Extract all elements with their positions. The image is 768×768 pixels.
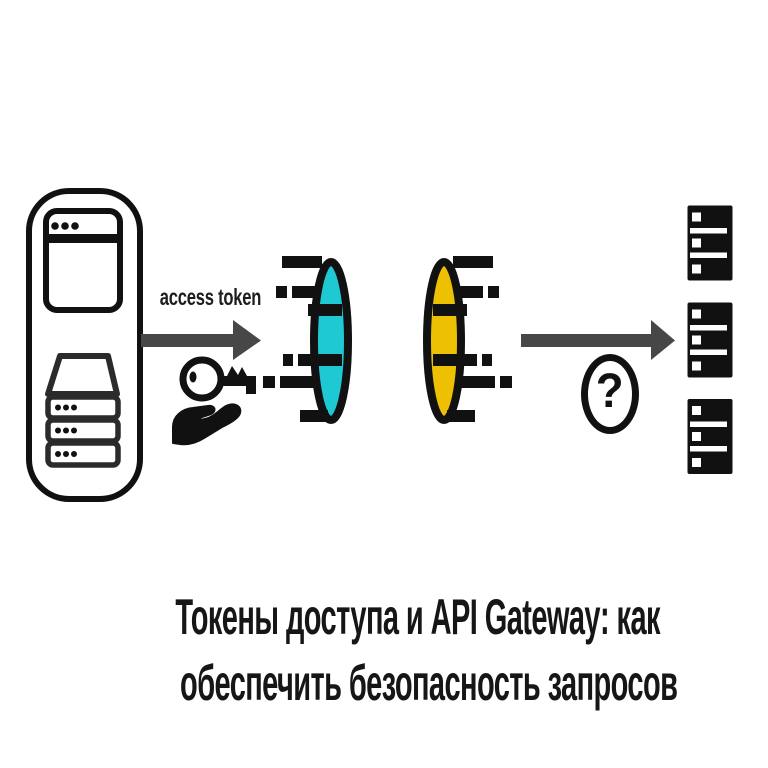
access-token-text: access token [159,284,262,310]
api-gateway-outbound-icon [417,252,517,432]
question-mark-text: ? [596,365,624,418]
access-token-label: access token [140,284,276,311]
arrow-right-icon [521,320,675,360]
backend-server-icon [687,399,733,474]
caption-line-1: Токены доступа и API Gateway: как [175,589,660,645]
browser-window-icon [43,208,123,313]
caption-line-2: обеспечить безопасность запросов [180,655,678,711]
backend-server-icon [687,302,733,378]
arrow-right-icon [141,320,261,360]
key-in-hand-icon [172,356,256,446]
backend-server-icon [687,205,733,281]
question-badge-icon: ? [581,354,639,434]
server-stack-icon [45,353,121,468]
api-gateway-inbound-icon [258,252,358,432]
client-device-icon [26,188,143,502]
caption: Токены доступа и API Gateway: как обеспе… [0,584,768,716]
